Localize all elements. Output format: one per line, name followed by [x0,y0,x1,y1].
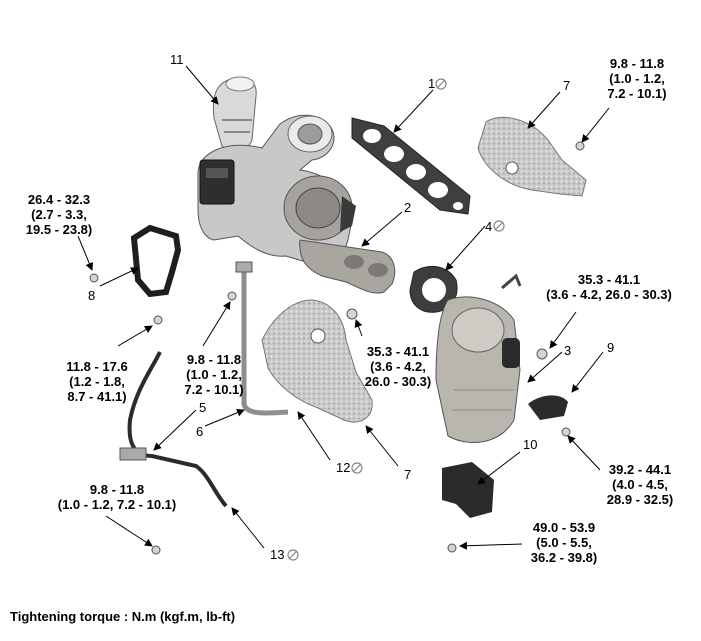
callout-5: 5 [199,400,207,415]
turbo-bracket-part [130,224,182,298]
bolt-icon-group [89,141,585,555]
callout-1: 1 [428,76,436,91]
turbocharger-part [197,114,356,264]
callout-3: 3 [564,343,572,358]
callout-4: 4 [485,219,493,234]
non-reusable-icon-group [287,78,505,561]
callout-12: 12 [336,460,351,475]
leader-lines [77,65,610,550]
torque-spec-converter: 35.3 - 41.1 (3.6 - 4.2, 26.0 - 30.3) [546,272,672,302]
support-bracket-9-part [528,395,568,420]
torque-spec-bracket-10: 49.0 - 53.9 (5.0 - 5.5, 36.2 - 39.8) [530,520,598,565]
intake-pipe-part [212,76,257,151]
torque-spec-manifold-nut: 35.3 - 41.1 (3.6 - 4.2, 26.0 - 30.3) [364,344,432,389]
turbo-outlet-gasket-part [409,265,458,313]
callout-10: 10 [523,437,538,452]
upper-heat-protector-part [477,116,587,197]
callout-11: 11 [170,52,184,67]
callout-2: 2 [404,200,412,215]
catalytic-converter-part [435,273,522,443]
torque-spec-oil-return-upper: 11.8 - 17.6 (1.2 - 1.8, 8.7 - 41.1) [66,359,128,404]
exhaust-manifold-part [299,239,396,294]
callout-13: 13 [270,547,285,562]
torque-spec-bolt-upper-protector: 9.8 - 11.8 (1.0 - 1.2, 7.2 - 10.1) [607,56,667,101]
oil-feed-pipe-part [235,261,289,416]
lower-heat-protector-part [261,299,373,423]
torque-spec-bracket: 26.4 - 32.3 (2.7 - 3.3, 19.5 - 23.8) [25,192,93,237]
callout-6: 6 [196,424,204,439]
manifold-gasket-part [351,117,471,215]
torque-spec-oil-feed: 9.8 - 11.8 (1.0 - 1.2, 7.2 - 10.1) [184,352,244,397]
callout-9: 9 [607,340,615,355]
torque-unit-footnote: Tightening torque : N.m (kgf.m, lb-ft) [10,609,236,624]
callout-7-lower: 7 [404,467,412,482]
callout-8: 8 [88,288,96,303]
torque-spec-oil-return-lower: 9.8 - 11.8 (1.0 - 1.2, 7.2 - 10.1) [57,482,177,512]
support-bracket-10-part [442,462,494,518]
callout-7-upper: 7 [563,78,571,93]
oil-return-pipe-part [119,351,228,508]
torque-spec-bracket-9: 39.2 - 44.1 (4.0 - 4.5, 28.9 - 32.5) [606,462,674,507]
